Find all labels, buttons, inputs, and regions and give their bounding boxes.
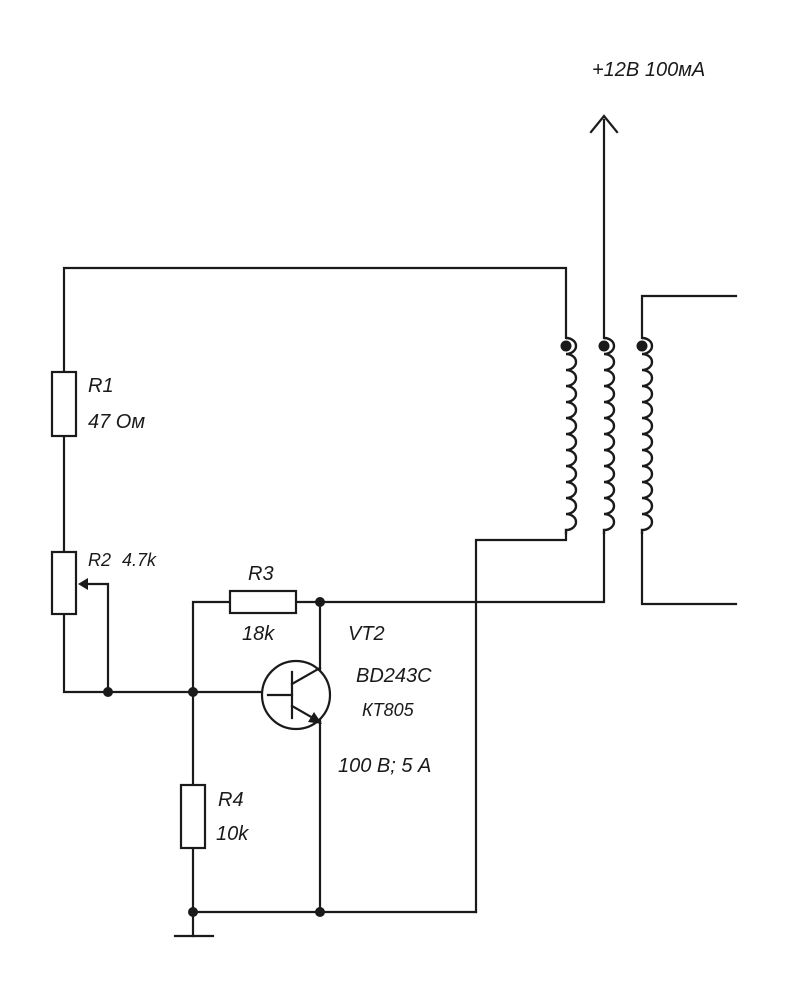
phase-dot-right <box>636 340 648 352</box>
r2-wiper-arrow <box>78 578 88 590</box>
r4-value: 10k <box>216 823 249 845</box>
junction-ground <box>188 907 198 917</box>
r3-resistor <box>228 589 298 615</box>
r4-ref: R4 <box>218 789 244 811</box>
wire-secondary-top <box>640 294 738 340</box>
wire-top <box>62 266 568 374</box>
junctions <box>103 597 325 917</box>
r1-resistor <box>50 370 78 438</box>
wire-winding-return <box>474 532 568 914</box>
vt2-ref: VT2 <box>348 623 385 645</box>
junction-emitter <box>315 907 325 917</box>
winding-left <box>564 336 578 534</box>
r3-ref: R3 <box>248 563 274 585</box>
vt2-rating: 100 В; 5 А <box>338 755 431 777</box>
vt2-model: BD243C <box>356 665 432 687</box>
phase-dot-middle <box>598 340 610 352</box>
vt2-transistor <box>260 659 332 731</box>
r1-ref: R1 <box>88 375 114 397</box>
r2-ref: R2 <box>88 550 111 570</box>
r1-value: 47 Ом <box>88 411 145 433</box>
vt2-alt-model: КТ805 <box>362 700 415 720</box>
r2-value: 4.7k <box>122 550 157 570</box>
emitter-arrow <box>308 712 322 724</box>
junction-wiper <box>103 687 113 697</box>
r4-resistor <box>179 783 207 850</box>
junction-collector <box>315 597 325 607</box>
junction-base <box>188 687 198 697</box>
phase-dot-left <box>560 340 572 352</box>
wire-r3-left <box>191 600 232 787</box>
winding-right <box>640 336 654 534</box>
r2-potentiometer <box>50 550 88 616</box>
wire-r3-collector <box>294 532 606 604</box>
winding-middle <box>602 336 616 534</box>
supply-label: +12В 100мА <box>592 59 705 81</box>
wire-r2-base <box>62 612 270 694</box>
wires <box>62 114 738 938</box>
wire-r2-wiper <box>82 582 110 694</box>
supply-arrow <box>589 114 619 134</box>
transformer <box>560 336 654 534</box>
wire-secondary-bottom <box>640 532 738 606</box>
r3-value: 18k <box>242 623 275 645</box>
